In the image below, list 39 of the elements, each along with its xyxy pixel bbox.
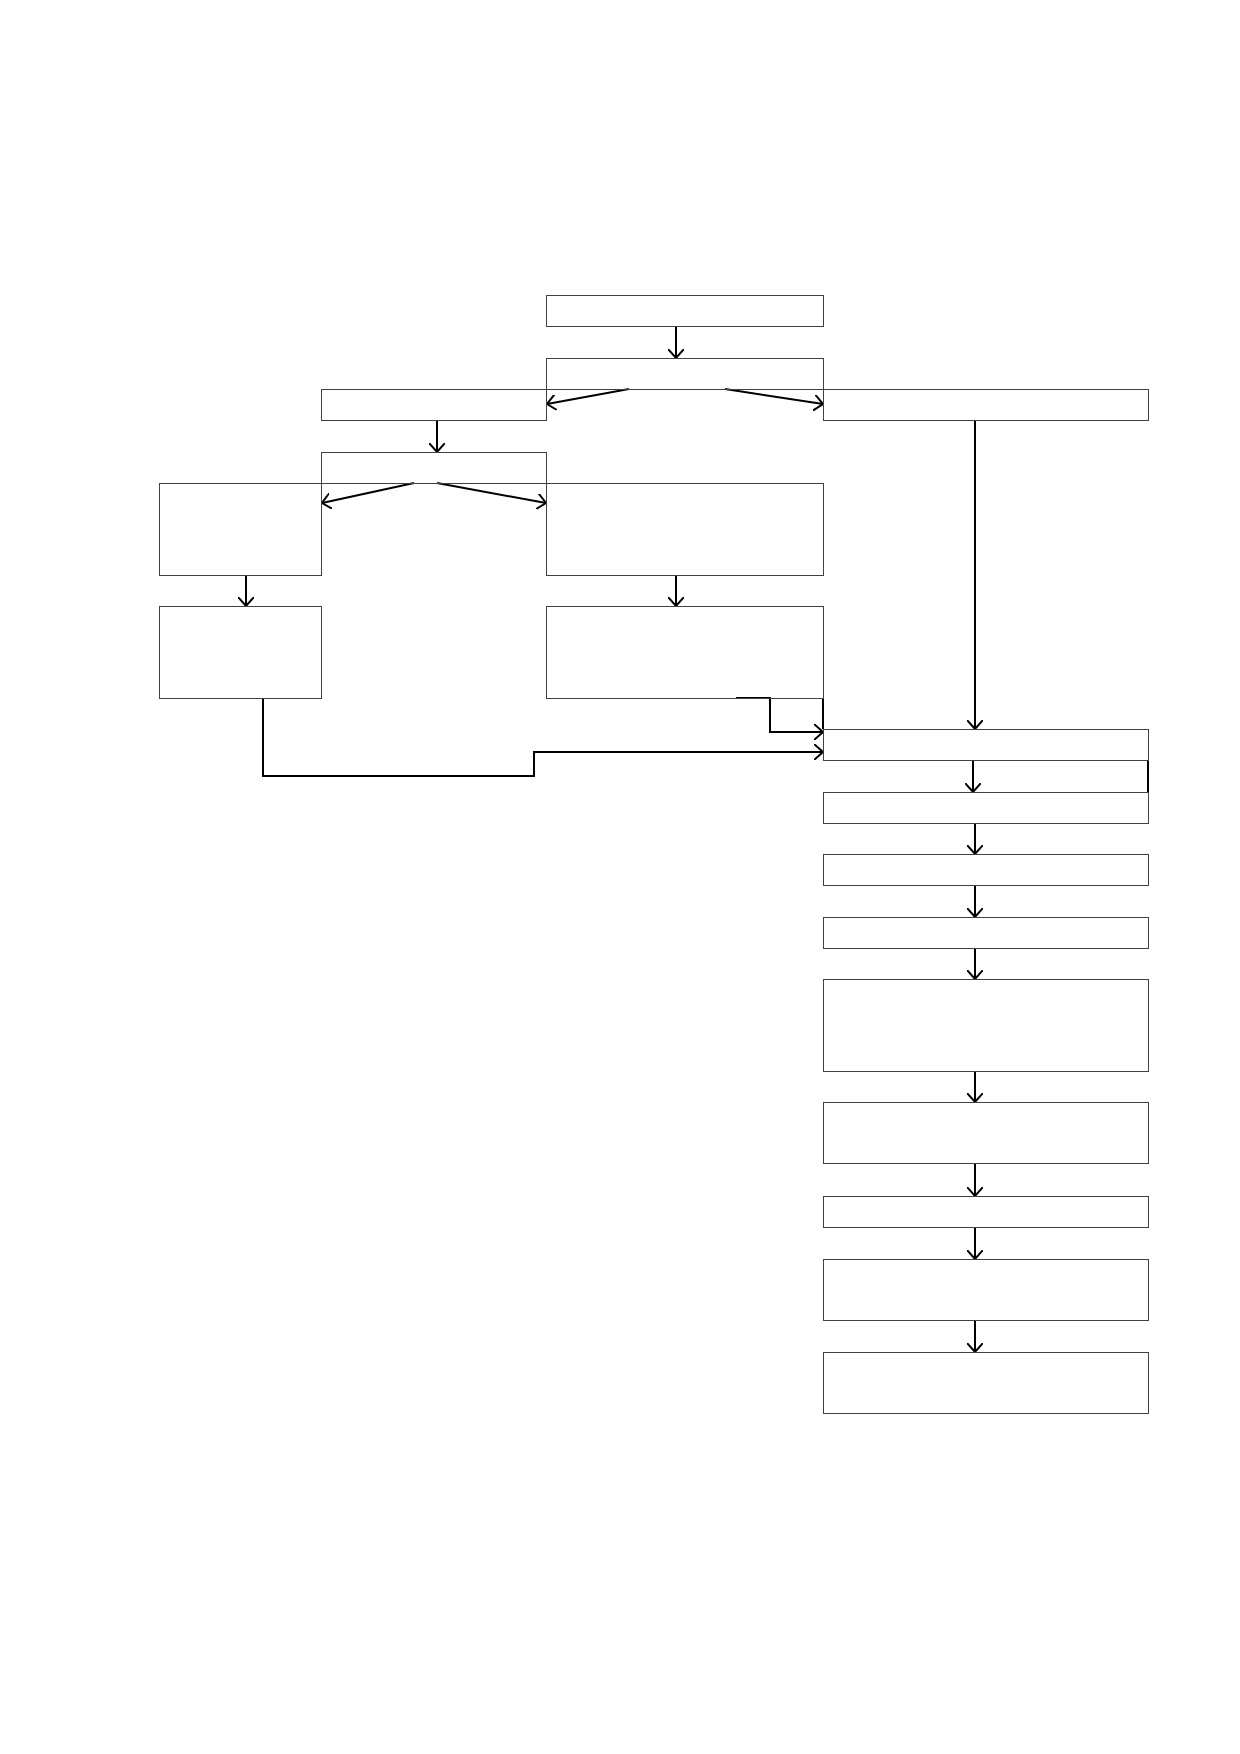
- arrow: [966, 419, 984, 730]
- connector-line: [822, 697, 824, 730]
- arrow: [966, 1319, 984, 1353]
- arrow: [966, 947, 984, 980]
- arrow: [436, 482, 547, 511]
- arrow: [966, 884, 984, 918]
- process-box: [546, 483, 824, 576]
- process-box: [546, 295, 824, 327]
- process-box: [823, 389, 1149, 421]
- arrow: [428, 419, 446, 453]
- connector-line: [1147, 759, 1149, 793]
- arrow: [966, 1162, 984, 1197]
- process-box: [546, 606, 824, 699]
- process-box: [823, 979, 1149, 1072]
- process-box: [159, 483, 322, 576]
- arrow: [546, 388, 630, 412]
- arrow: [667, 574, 685, 607]
- process-box: [159, 606, 322, 699]
- process-box: [823, 1196, 1149, 1228]
- arrow: [966, 1226, 984, 1260]
- process-box: [823, 1259, 1149, 1321]
- process-box: [823, 917, 1149, 949]
- process-box: [321, 452, 547, 484]
- process-box: [823, 1102, 1149, 1164]
- arrow: [724, 388, 824, 412]
- arrow: [321, 482, 415, 510]
- arrow: [237, 574, 255, 607]
- process-box: [546, 358, 824, 390]
- process-box: [321, 389, 547, 421]
- process-box: [823, 792, 1149, 824]
- arrow: [262, 697, 824, 777]
- process-box: [823, 854, 1149, 886]
- arrow: [667, 325, 685, 359]
- arrow: [966, 822, 984, 855]
- arrow: [966, 1070, 984, 1103]
- arrow: [735, 697, 824, 741]
- process-box: [823, 729, 1149, 761]
- arrow: [964, 759, 982, 793]
- process-box: [823, 1352, 1149, 1414]
